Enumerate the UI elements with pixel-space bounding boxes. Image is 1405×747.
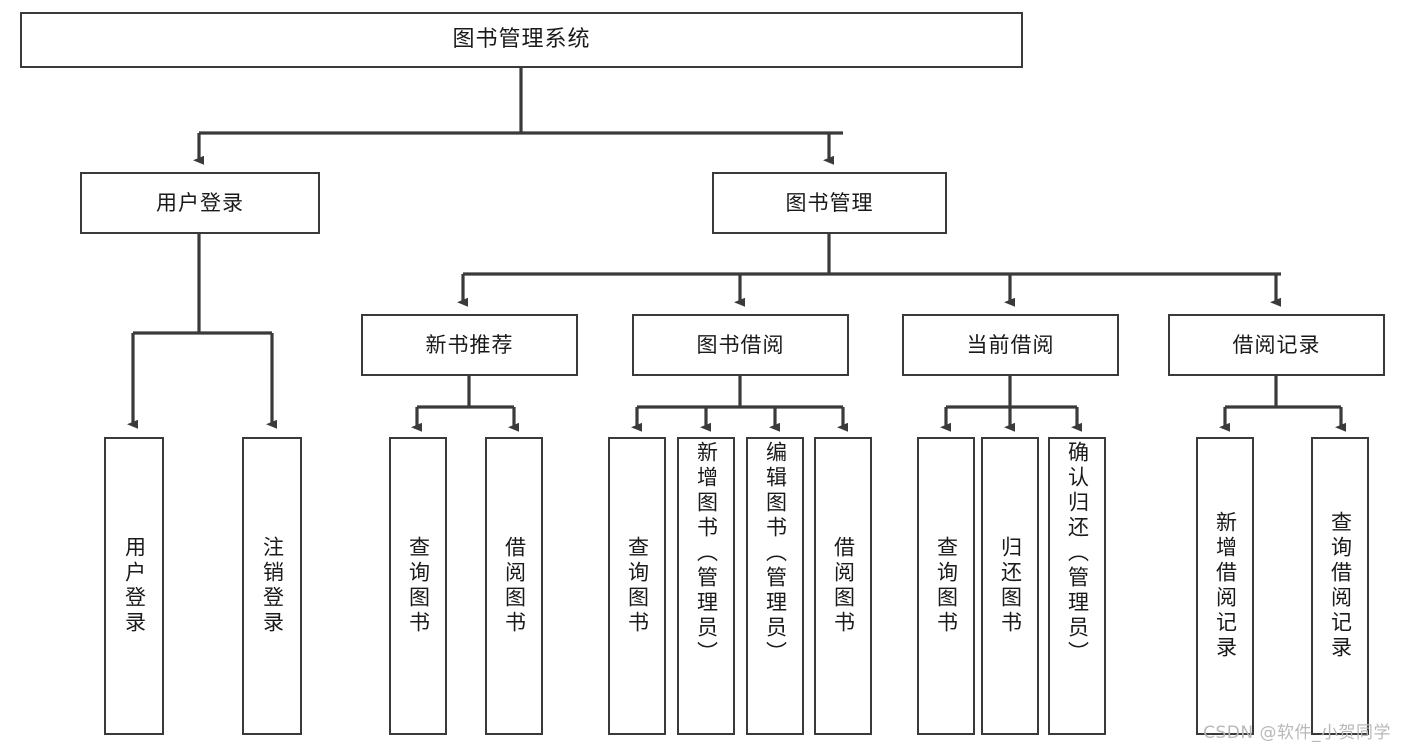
node-book-borrowing[interactable]: 图书借阅: [632, 314, 849, 376]
leaf-edit-book-admin[interactable]: 编辑图书（管理员）: [746, 437, 804, 735]
leaf-confirm-return-admin[interactable]: 确认归还（管理员）: [1048, 437, 1106, 735]
leaf-add-borrow-record[interactable]: 新增借阅记录: [1196, 437, 1254, 735]
leaf-query-book-borrowing-label: 查询图书: [625, 536, 650, 636]
leaf-query-book-current[interactable]: 查询图书: [917, 437, 975, 735]
leaf-logout[interactable]: 注销登录: [242, 437, 302, 735]
node-book-management-label: 图书管理: [785, 190, 874, 215]
leaf-add-borrow-record-label: 新增借阅记录: [1213, 511, 1238, 661]
leaf-query-book-borrowing[interactable]: 查询图书: [608, 437, 666, 735]
node-root-label: 图书管理系统: [452, 27, 591, 53]
leaf-user-login-label: 用户登录: [122, 536, 147, 636]
node-book-borrowing-label: 图书借阅: [696, 332, 785, 357]
node-book-management[interactable]: 图书管理: [712, 172, 947, 234]
node-user-login[interactable]: 用户登录: [80, 172, 320, 234]
leaf-borrow-book-recommendation[interactable]: 借阅图书: [485, 437, 543, 735]
node-new-book-recommendation-label: 新书推荐: [425, 332, 514, 357]
node-current-borrowing[interactable]: 当前借阅: [902, 314, 1119, 376]
leaf-add-book-admin[interactable]: 新增图书（管理员）: [677, 437, 735, 735]
leaf-borrow-book-borrowing-label: 借阅图书: [831, 536, 856, 636]
leaf-borrow-book-borrowing[interactable]: 借阅图书: [814, 437, 872, 735]
leaf-query-book-recommendation-label: 查询图书: [406, 536, 431, 636]
leaf-add-book-admin-label: 新增图书（管理员）: [694, 441, 719, 666]
leaf-query-book-current-label: 查询图书: [934, 536, 959, 636]
leaf-query-book-recommendation[interactable]: 查询图书: [389, 437, 447, 735]
leaf-query-borrow-record[interactable]: 查询借阅记录: [1311, 437, 1369, 735]
leaf-logout-label: 注销登录: [260, 536, 285, 636]
leaf-edit-book-admin-label: 编辑图书（管理员）: [763, 441, 788, 666]
node-new-book-recommendation[interactable]: 新书推荐: [361, 314, 578, 376]
leaf-confirm-return-admin-label: 确认归还（管理员）: [1065, 441, 1090, 666]
leaf-query-borrow-record-label: 查询借阅记录: [1328, 511, 1353, 661]
leaf-user-login[interactable]: 用户登录: [104, 437, 164, 735]
node-current-borrowing-label: 当前借阅: [966, 332, 1055, 357]
watermark: CSDN @软件_小贺同学: [1203, 723, 1391, 743]
node-borrow-record[interactable]: 借阅记录: [1168, 314, 1385, 376]
node-borrow-record-label: 借阅记录: [1232, 332, 1321, 357]
node-user-login-label: 用户登录: [156, 190, 244, 215]
leaf-borrow-book-recommendation-label: 借阅图书: [502, 536, 527, 636]
node-root[interactable]: 图书管理系统: [20, 12, 1023, 68]
leaf-return-book[interactable]: 归还图书: [981, 437, 1039, 735]
leaf-return-book-label: 归还图书: [998, 536, 1023, 636]
